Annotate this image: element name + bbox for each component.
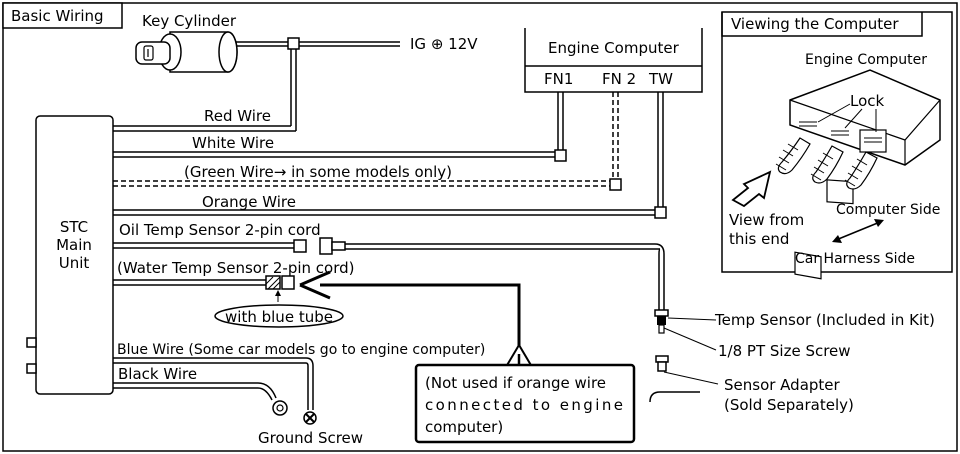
mount-tab <box>26 337 37 348</box>
ground-screw-label: Ground Screw <box>258 429 363 447</box>
engine-computer-label: Engine Computer <box>548 39 680 57</box>
tw-connector <box>654 206 667 219</box>
key-cylinder-icon <box>135 31 238 73</box>
stc-main-unit <box>35 115 114 395</box>
side-direction-arrow <box>832 219 884 243</box>
oil-temp-cord-label: Oil Temp Sensor 2-pin cord <box>119 221 321 239</box>
pin-tw: TW <box>648 70 673 88</box>
view-from-line-1: View from <box>729 211 804 229</box>
inset-title-box <box>721 12 923 37</box>
harness-bundles-illustration <box>775 137 878 190</box>
sensor-adapter-note: (Sold Separately) <box>724 396 854 414</box>
black-wire-label: Black Wire <box>118 365 197 383</box>
water-temp-plug <box>281 275 295 290</box>
ring-terminal-icon <box>272 400 288 416</box>
blue-tube-label: with blue tube <box>225 308 333 326</box>
green-wire-label: (Green Wire→ in some models only) <box>184 163 452 181</box>
lock-label: Lock <box>850 92 885 110</box>
warning-arrow <box>320 283 521 347</box>
note-box <box>414 363 636 444</box>
key-cylinder-label: Key Cylinder <box>142 12 237 30</box>
main-unit-line-1: STC <box>60 218 88 236</box>
mount-tab <box>26 363 37 374</box>
pin-fn1: FN1 <box>544 70 573 88</box>
ground-screw-icon <box>303 411 317 425</box>
computer-side-label: Computer Side <box>836 202 940 218</box>
title-box <box>2 2 123 29</box>
temp-sensor-icon <box>654 309 669 334</box>
inset-engine-computer-label: Engine Computer <box>805 52 927 68</box>
note-line-3: computer) <box>425 418 503 436</box>
red-wire-label: Red Wire <box>204 107 271 125</box>
screw-size-label: 1/8 PT Size Screw <box>718 342 851 360</box>
note-line-1: (Not used if orange wire <box>425 374 606 392</box>
oil-temp-plug <box>293 239 307 253</box>
sensor-adapter-icon <box>649 355 700 403</box>
view-from-line-2: this end <box>729 230 789 248</box>
computer-housing-illustration <box>789 69 941 280</box>
main-unit-line-3: Unit <box>59 254 90 272</box>
fn2-connector <box>609 178 622 191</box>
diagram-title: Basic Wiring <box>11 7 104 25</box>
water-temp-cord-label: (Water Temp Sensor 2-pin cord) <box>117 259 355 277</box>
temp-sensor-label: Temp Sensor (Included in Kit) <box>714 311 935 329</box>
white-wire-label: White Wire <box>192 134 274 152</box>
inset-title: Viewing the Computer <box>731 15 899 33</box>
main-unit-line-2: Main <box>56 236 92 254</box>
orange-wire-label: Orange Wire <box>202 193 296 211</box>
view-direction-arrow <box>731 170 772 208</box>
fn1-connector <box>554 149 567 162</box>
sensor-adapter-label: Sensor Adapter <box>724 376 841 394</box>
ignition-label: IG ⊕ 12V <box>410 35 478 53</box>
pin-fn2: FN 2 <box>602 70 636 88</box>
ig-connector <box>287 37 300 50</box>
blue-wire-label: Blue Wire (Some car models go to engine … <box>117 342 485 358</box>
car-harness-side-label: Car Harness Side <box>795 251 915 267</box>
blue-tube-callout <box>214 304 344 328</box>
oil-temp-socket <box>319 237 333 255</box>
